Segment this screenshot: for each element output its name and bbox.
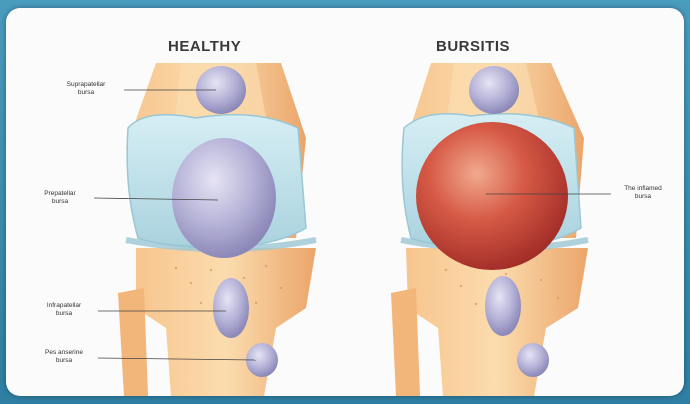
bursitis-pes-anserine-bursa — [517, 343, 549, 377]
bursitis-suprapatellar-bursa — [469, 66, 519, 114]
label-pes-anserine-bursa: Pes anserine bursa — [32, 349, 96, 365]
knee-illustration — [6, 8, 684, 396]
label-inflamed-bursa: The inflamed bursa — [612, 185, 674, 201]
title-healthy: HEALTHY — [168, 38, 241, 55]
healthy-prepatellar-bursa — [172, 138, 276, 258]
label-suprapatellar-bursa: Suprapatellar bursa — [52, 81, 120, 97]
title-bursitis: BURSITIS — [436, 38, 510, 55]
healthy-fibula — [118, 288, 148, 396]
bursitis-knee — [391, 63, 611, 396]
healthy-knee — [94, 63, 316, 396]
inflamed-bursa — [416, 122, 568, 270]
label-prepatellar-bursa: Prepatellar bursa — [28, 190, 92, 206]
bursitis-infrapatellar-bursa — [485, 276, 521, 336]
healthy-infrapatellar-bursa — [213, 278, 249, 338]
label-infrapatellar-bursa: Infrapatellar bursa — [32, 302, 96, 318]
bursitis-fibula — [391, 288, 420, 396]
illustration-card: HEALTHY BURSITIS Suprapatellar bursa Pre… — [6, 8, 684, 396]
